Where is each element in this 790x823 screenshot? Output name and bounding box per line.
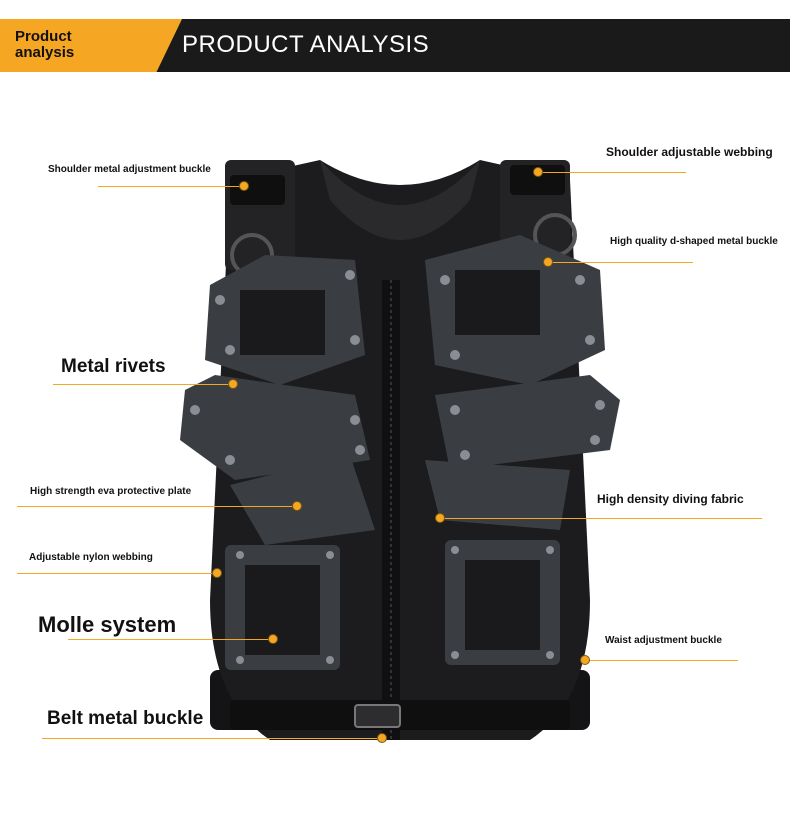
label-shoulder-webbing: Shoulder adjustable webbing <box>606 145 773 159</box>
label-belt-buckle: Belt metal buckle <box>47 708 204 729</box>
label-shoulder-metal-buckle: Shoulder metal adjustment buckle <box>48 164 211 175</box>
label-diving-fabric: High density diving fabric <box>597 492 744 506</box>
label-eva-plate: High strength eva protective plate <box>30 486 192 497</box>
label-waist-buckle: Waist adjustment buckle <box>605 635 722 646</box>
dot-d-shaped-buckle <box>543 257 553 267</box>
dot-metal-rivets <box>228 379 238 389</box>
line-shoulder-webbing <box>538 172 686 173</box>
mid-plate-right <box>435 375 620 470</box>
badge-label: Product analysis <box>15 28 75 61</box>
dot-molle-system <box>268 634 278 644</box>
label-d-shaped-buckle: High quality d-shaped metal buckle <box>610 236 778 247</box>
line-waist-buckle <box>585 660 738 661</box>
line-belt-buckle <box>42 738 382 739</box>
line-d-shaped-buckle <box>548 262 693 263</box>
label-molle-system: Molle system <box>38 612 177 637</box>
dot-eva-plate <box>292 501 302 511</box>
line-nylon-webbing <box>17 573 217 574</box>
line-shoulder-metal-buckle <box>98 186 243 187</box>
belt-buckle <box>354 704 401 728</box>
page-title: PRODUCT ANALYSIS <box>182 31 430 58</box>
lower-plate-right <box>425 460 570 530</box>
label-nylon-webbing: Adjustable nylon webbing <box>29 552 153 563</box>
line-molle-system <box>68 639 273 640</box>
dot-diving-fabric <box>435 513 445 523</box>
product-analysis-badge: Product analysis <box>0 19 182 72</box>
dot-waist-buckle <box>580 655 590 665</box>
dot-belt-buckle <box>377 733 387 743</box>
line-diving-fabric <box>440 518 762 519</box>
mid-plate-left <box>180 375 370 480</box>
tactical-vest-image <box>180 160 620 740</box>
lower-plate-left <box>230 455 375 545</box>
header-banner: Product analysis PRODUCT ANALYSIS <box>0 19 790 72</box>
label-metal-rivets: Metal rivets <box>61 356 166 377</box>
dot-shoulder-metal-buckle <box>239 181 249 191</box>
dot-nylon-webbing <box>212 568 222 578</box>
dot-shoulder-webbing <box>533 167 543 177</box>
line-metal-rivets <box>53 384 233 385</box>
line-eva-plate <box>17 506 297 507</box>
